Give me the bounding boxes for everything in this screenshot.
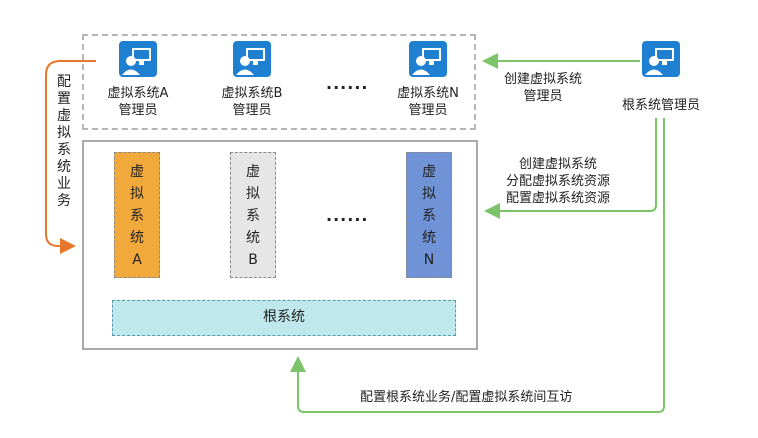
admin-name-line1: 虚拟系统B bbox=[221, 86, 283, 101]
root-actions-label: 创建虚拟系统 分配虚拟系统资源 配置虚拟系统资源 bbox=[496, 156, 620, 207]
root-system: 根系统 bbox=[112, 300, 456, 336]
vsys-ellipsis: ...... bbox=[326, 206, 369, 225]
admin-user-icon bbox=[119, 41, 157, 77]
virtual-admins-box bbox=[82, 34, 476, 130]
admin-name-line1: 虚拟系统N bbox=[397, 86, 459, 101]
vsys-label: 虚拟系统B bbox=[246, 164, 260, 268]
admin-vsys-b: 虚拟系统B 管理员 bbox=[202, 41, 302, 119]
vsys-n: 虚拟系统N bbox=[406, 152, 452, 278]
config-vsys-label: 配置虚拟系统业务 bbox=[57, 74, 71, 209]
admin-name-line2: 管理员 bbox=[118, 103, 158, 118]
admin-name-line2: 管理员 bbox=[232, 103, 272, 118]
admin-vsys-a: 虚拟系统A 管理员 bbox=[88, 41, 188, 119]
root-admin-label: 根系统管理员 bbox=[621, 98, 700, 113]
arrow-root-actions bbox=[484, 118, 657, 219]
arrow-config-vsys bbox=[45, 60, 96, 254]
root-admin: 根系统管理员 bbox=[606, 41, 716, 114]
root-action-line3: 配置虚拟系统资源 bbox=[505, 191, 610, 206]
admin-user-icon bbox=[233, 41, 271, 77]
admin-user-icon bbox=[409, 41, 447, 77]
admin-name-line1: 虚拟系统A bbox=[107, 86, 169, 101]
create-admin-line2: 管理员 bbox=[523, 89, 563, 104]
create-admin-line1: 创建虚拟系统 bbox=[503, 72, 582, 87]
admin-ellipsis: ...... bbox=[326, 74, 369, 93]
admin-user-icon bbox=[642, 41, 680, 77]
vsys-label: 虚拟系统A bbox=[130, 164, 144, 268]
root-config-label: 配置根系统业务/配置虚拟系统间互访 bbox=[360, 390, 573, 405]
root-action-line1: 创建虚拟系统 bbox=[518, 157, 597, 172]
admin-name-line2: 管理员 bbox=[408, 103, 448, 118]
vsys-a: 虚拟系统A bbox=[114, 152, 160, 278]
vsys-label: 虚拟系统N bbox=[422, 164, 436, 268]
admin-vsys-n: 虚拟系统N 管理员 bbox=[378, 41, 478, 119]
vsys-b: 虚拟系统B bbox=[230, 152, 276, 278]
create-admin-label: 创建虚拟系统 管理员 bbox=[488, 71, 598, 105]
arrow-root-config bbox=[290, 118, 665, 413]
root-action-line2: 分配虚拟系统资源 bbox=[505, 174, 610, 189]
